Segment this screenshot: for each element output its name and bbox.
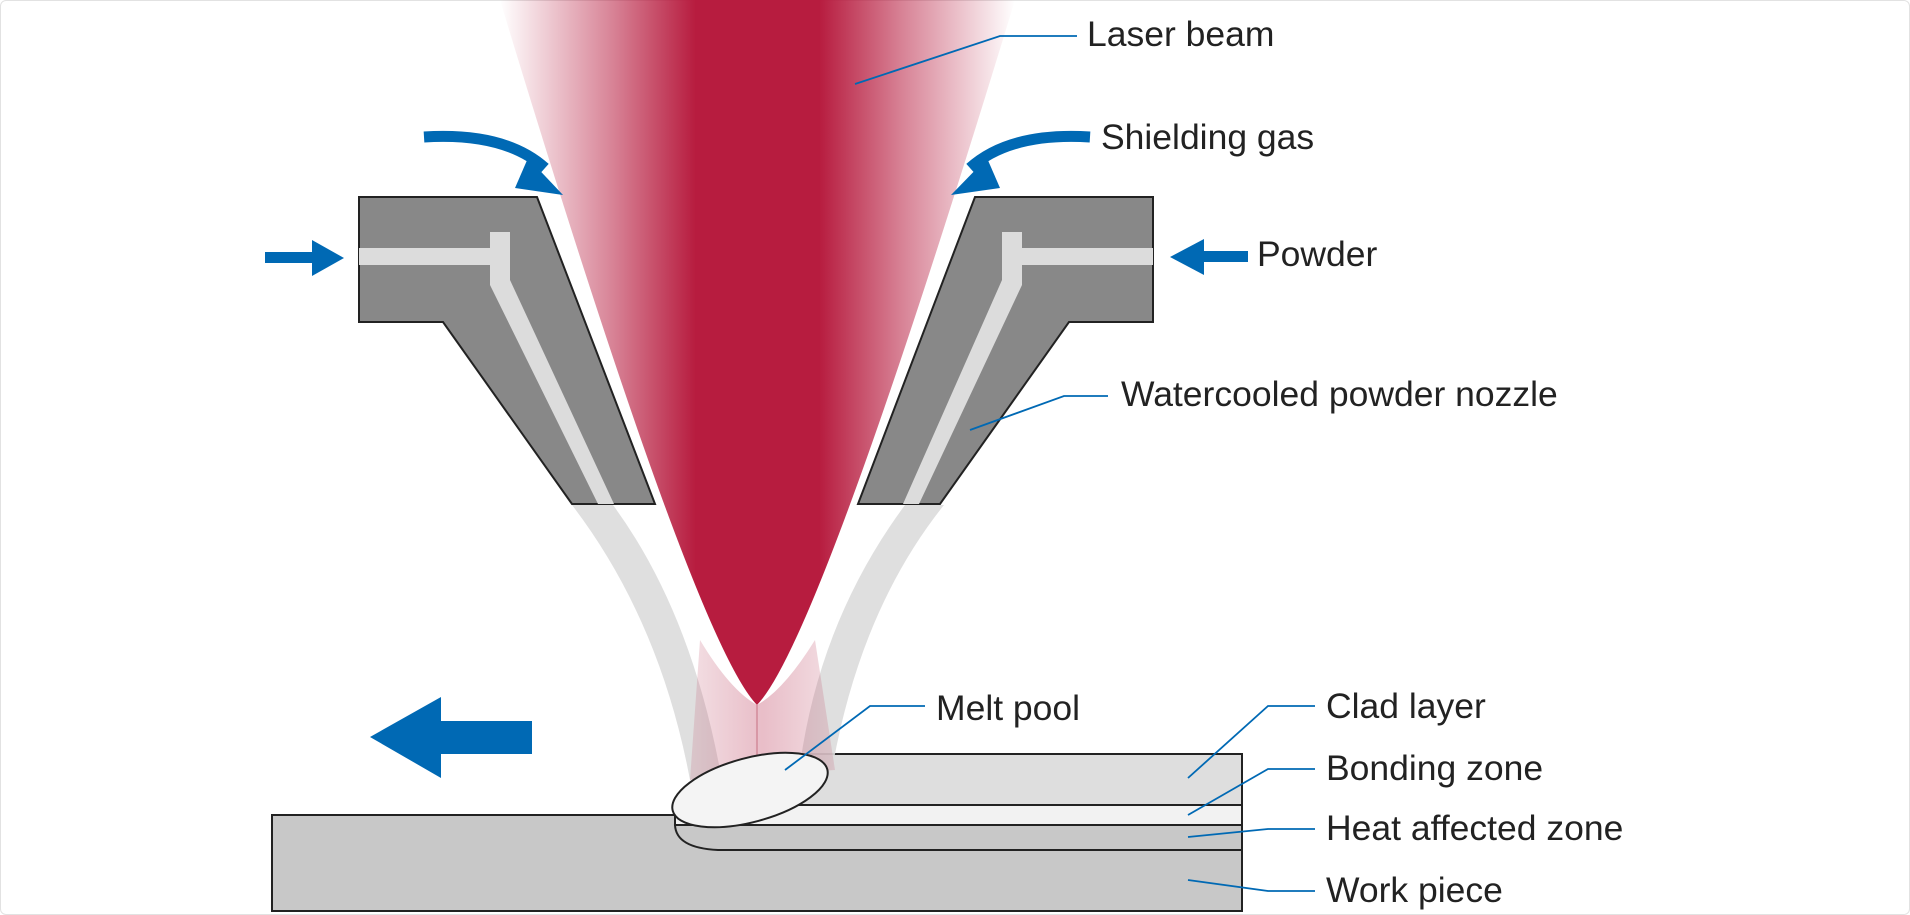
leader-laser-beam [854,35,1077,85]
leader-clad-layer [1187,705,1315,779]
leader-work-piece [1187,879,1315,892]
shielding-gas-arrow-left [423,130,563,195]
label-powder: Powder [1257,234,1378,274]
nozzle-right [856,196,1154,505]
clad-layer [789,753,1243,806]
label-clad-layer: Clad layer [1326,686,1486,726]
powder-channel-right [903,232,1153,504]
leader-nozzle [969,395,1108,431]
laser-beam [500,0,1015,705]
heat-affected-zone [673,824,1243,851]
powder-stream-right [800,505,944,770]
leader-bonding-zone [1187,768,1315,816]
melt-pool [671,751,829,829]
powder-channel-left [359,232,614,504]
shielding-gas-arrow-right [951,130,1091,195]
label-laser-beam: Laser beam [1087,14,1274,54]
label-melt-pool: Melt pool [936,688,1080,728]
label-shielding-gas: Shielding gas [1101,117,1314,157]
leader-melt-pool [784,705,925,771]
powder-arrow-right [1170,239,1248,275]
powder-stream-left [572,505,720,780]
nozzle-left [358,196,657,505]
label-heat-affected-zone: Heat affected zone [1326,808,1623,848]
label-bonding-zone: Bonding zone [1326,748,1543,788]
leader-heat-affected-zone [1187,828,1315,838]
label-work-piece: Work piece [1326,870,1503,910]
label-watercooled-powder-nozzle: Watercooled powder nozzle [1121,374,1558,414]
powder-arrow-left [265,240,344,276]
laser-beam-lower [690,640,835,780]
motion-arrow-left-icon [370,697,532,778]
